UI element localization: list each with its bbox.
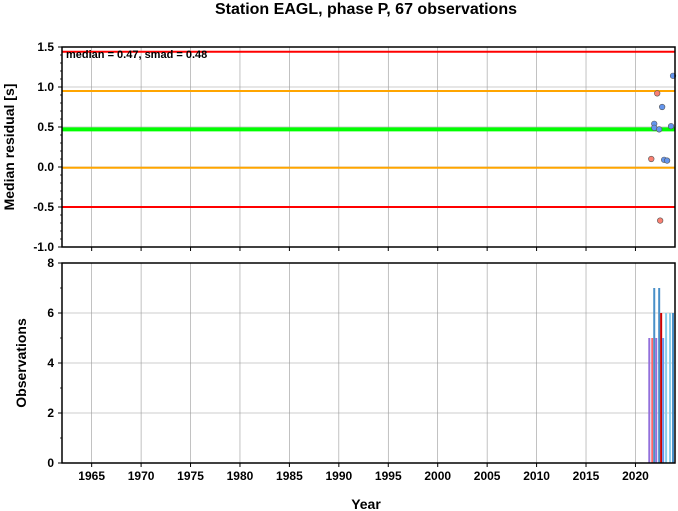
residual-y-tick-label: 1.5 [37,40,54,54]
observation-bar [658,288,661,463]
residual-grid [62,46,675,251]
observations-y-tick-label: 0 [47,456,54,470]
x-axis-label: Year [351,496,381,511]
observations-y-ticks: 0 2 4 6 8 [47,256,62,470]
observation-bar [651,338,654,463]
residual-y-tick-label: -1.0 [33,240,54,254]
residual-y-ticks: 1.5 1.0 0.5 0.0 -0.5 -1.0 [33,40,62,254]
residual-point [663,157,671,164]
x-tick-label: 2010 [523,469,550,483]
observation-bar [662,338,665,463]
x-tick-label: 1990 [325,469,352,483]
residual-y-tick-label: 0.0 [37,160,54,174]
x-tick-label: 1985 [276,469,303,483]
x-tick-label: 1980 [227,469,254,483]
observations-y-axis-label: Observations [13,318,29,408]
x-tick-label: 2000 [424,469,451,483]
observations-bars [648,288,675,463]
observations-y-tick-label: 8 [47,256,54,270]
observation-bar [660,313,663,463]
x-tick-label: 2015 [573,469,600,483]
residual-y-tick-label: 1.0 [37,80,54,94]
observation-bar [665,313,668,463]
observations-grid [62,262,675,464]
residual-point [654,90,661,97]
x-tick-label: 2020 [622,469,649,483]
observation-bar [653,288,656,463]
residual-y-axis-label: Median residual [s] [1,84,17,211]
chart-title: Station EAGL, phase P, 67 observations [215,1,517,18]
x-tick-label: 1975 [177,469,204,483]
residual-y-tick-label: 0.5 [37,120,54,134]
x-tick-label: 1995 [375,469,402,483]
observations-y-tick-label: 2 [47,406,54,420]
residual-point [657,217,664,224]
observations-y-tick-label: 4 [47,356,54,370]
residual-panel: 1.5 1.0 0.5 0.0 -0.5 -1.0 median = 0.47, smad… [1,40,677,254]
observation-bar [672,313,675,463]
residual-point [667,123,675,130]
year-x-ticks: 1965 1970 1975 1980 1985 1990 1995 2000 2005 2010… [78,463,649,483]
observations-panel: 0 2 4 6 8 1965 1970 1975 1980 1985 1990 1995 2000 20… [13,256,676,511]
observation-bar [648,338,651,463]
median-annotation: median = 0.47, smad = 0.48 [66,49,207,61]
residual-point [659,103,666,111]
observation-bar [655,338,658,463]
residual-points [648,72,677,224]
residual-frame [61,46,676,248]
residual-point [648,155,655,163]
residual-point [656,126,663,133]
observation-bar [669,313,672,463]
x-tick-label: 1965 [78,469,105,483]
x-tick-label: 1970 [128,469,155,483]
x-tick-label: 2005 [474,469,501,483]
reference-lines [62,50,675,208]
residual-y-tick-label: -0.5 [33,200,54,214]
observations-y-tick-label: 6 [47,306,54,320]
